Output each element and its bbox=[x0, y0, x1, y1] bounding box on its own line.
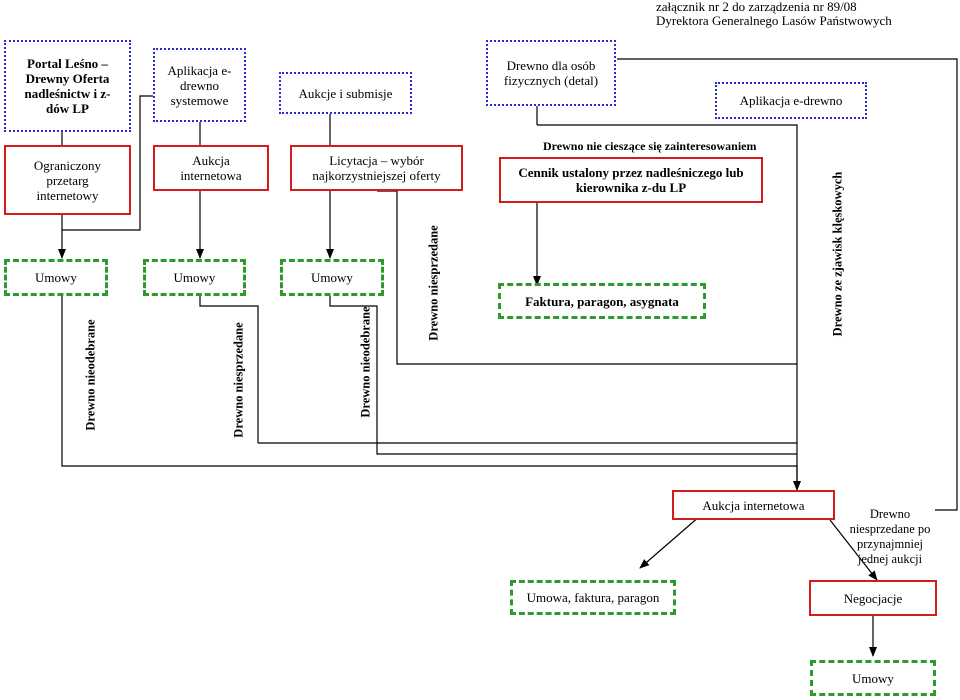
contracts-box-2: Umowy bbox=[143, 259, 246, 296]
price-list-label: Cennik ustalony przez nadleśniczego lub … bbox=[518, 165, 744, 195]
app-system-box: Aplikacja e-drewno systemowe bbox=[153, 48, 246, 122]
online-auction-box: Aukcja internetowa bbox=[153, 145, 269, 191]
bidding-box: Licytacja – wybór najkorzystniejszej ofe… bbox=[290, 145, 463, 191]
uninterested-wood-label: Drewno nie cieszące się zainteresowaniem bbox=[543, 139, 757, 153]
final-auction-box: Aukcja internetowa bbox=[672, 490, 835, 520]
auctions-box: Aukcje i submisje bbox=[279, 72, 412, 114]
price-list-box: Cennik ustalony przez nadleśniczego lub … bbox=[499, 157, 763, 203]
unsold-after-auction-label: Drewno niesprzedane po przynajmniej jedn… bbox=[849, 507, 931, 566]
contract-invoice-label: Umowa, faktura, paragon bbox=[526, 590, 660, 605]
auctions-label: Aukcje i submisje bbox=[298, 85, 393, 101]
not-collected-label-1: Drewno nieodebrane bbox=[83, 319, 98, 431]
contracts-label-2: Umowy bbox=[173, 270, 216, 285]
invoice-box: Faktura, paragon, asygnata bbox=[498, 283, 706, 319]
portal-lesno-box: Portal Leśno – Drewny Oferta nadleśnictw… bbox=[4, 40, 131, 132]
contract-invoice-box: Umowa, faktura, paragon bbox=[510, 580, 676, 615]
online-auction-label: Aukcja internetowa bbox=[180, 153, 242, 183]
document-annex-line: załącznik nr 2 do zarządzenia nr 89/08 bbox=[656, 0, 857, 14]
unsold-label-1: Drewno niesprzedane bbox=[231, 322, 246, 438]
invoice-label: Faktura, paragon, asygnata bbox=[525, 293, 679, 309]
contracts-box-1: Umowy bbox=[4, 259, 108, 296]
contracts-label-3: Umowy bbox=[311, 270, 353, 285]
limited-tender-label: Ograniczony przetarg internetowy bbox=[33, 157, 102, 203]
app-system-label: Aplikacja e-drewno systemowe bbox=[167, 62, 232, 108]
disaster-wood-label: Drewno ze zjawisk klęskowych bbox=[830, 171, 845, 337]
not-collected-label-2: Drewno nieodebrane bbox=[358, 306, 373, 418]
bidding-label: Licytacja – wybór najkorzystniejszej ofe… bbox=[312, 153, 441, 183]
app-edrewno-box: Aplikacja e-drewno bbox=[715, 82, 867, 119]
retail-label: Drewno dla osób fizycznych (detal) bbox=[503, 58, 599, 88]
contracts-box-3: Umowy bbox=[280, 259, 384, 296]
contracts-label-1: Umowy bbox=[35, 270, 77, 285]
app-edrewno-label: Aplikacja e-drewno bbox=[739, 93, 843, 108]
final-auction-label: Aukcja internetowa bbox=[702, 497, 805, 513]
final-contracts-box: Umowy bbox=[810, 660, 936, 696]
portal-lesno-label: Portal Leśno – Drewny Oferta nadleśnictw… bbox=[24, 56, 111, 116]
negotiations-box: Negocjacje bbox=[809, 580, 937, 616]
limited-tender-box: Ograniczony przetarg internetowy bbox=[4, 145, 131, 215]
negotiations-label: Negocjacje bbox=[843, 590, 903, 606]
final-contracts-label: Umowy bbox=[852, 670, 894, 686]
document-issuer-line: Dyrektora Generalnego Lasów Państwowych bbox=[656, 13, 892, 28]
unsold-label-2: Drewno niesprzedane bbox=[426, 225, 441, 341]
retail-box: Drewno dla osób fizycznych (detal) bbox=[486, 40, 616, 106]
